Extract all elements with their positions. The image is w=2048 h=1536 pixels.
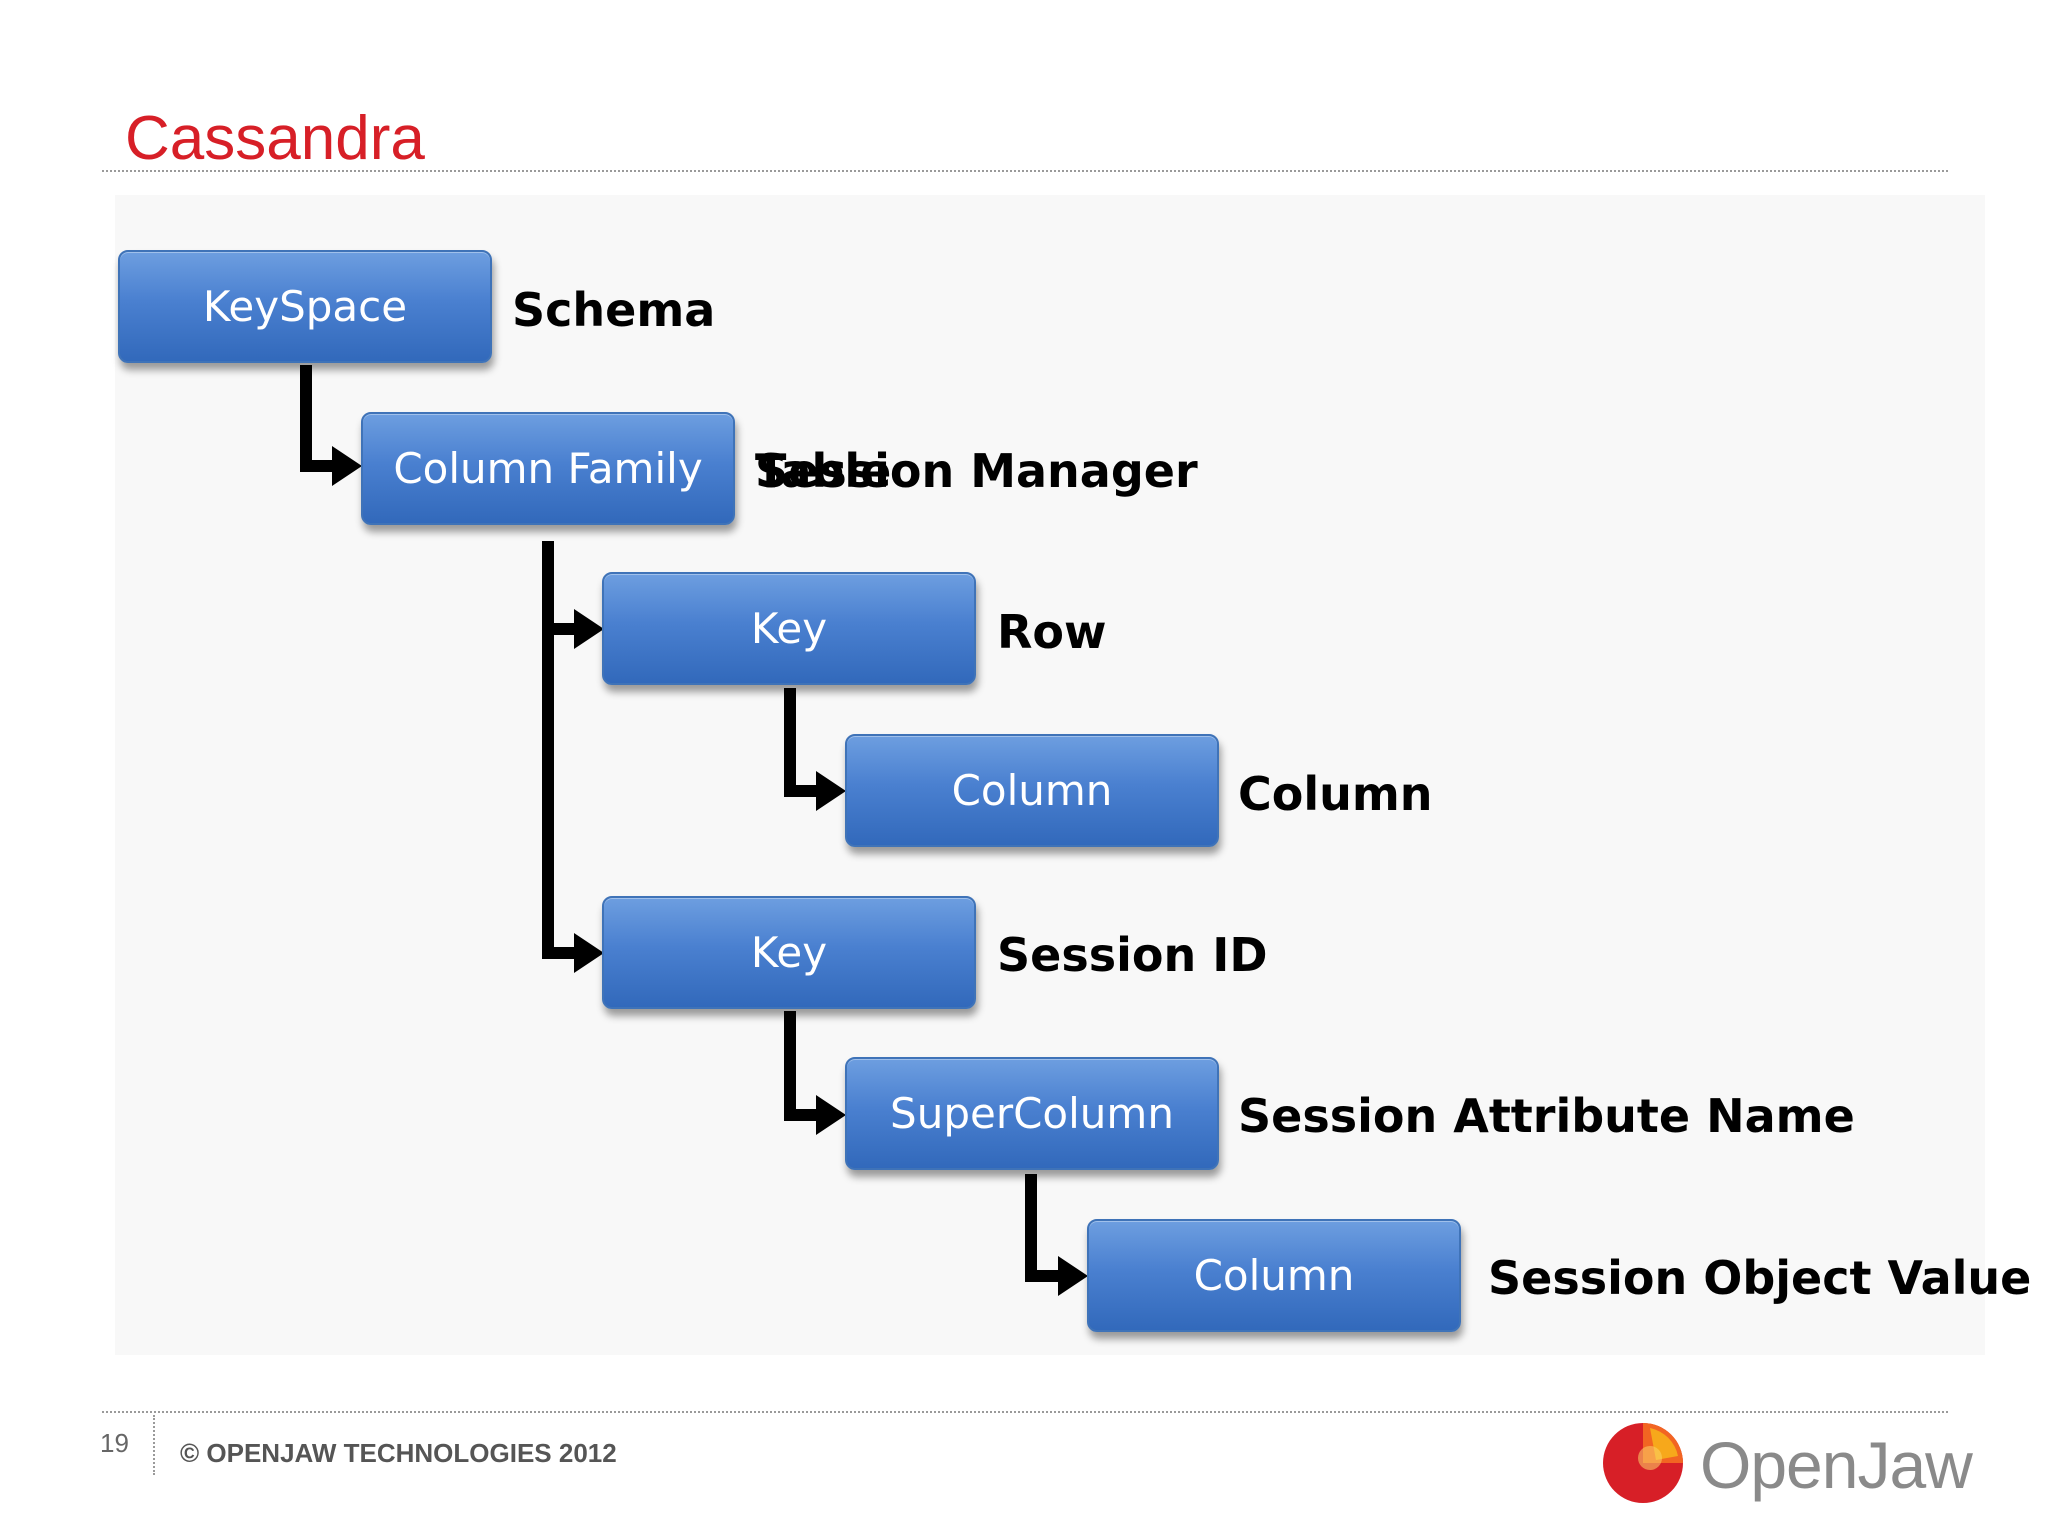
node-label: KeySpace	[202, 282, 408, 331]
node-label: Key	[750, 604, 828, 653]
connector-key-to-column	[784, 688, 822, 797]
connector-supercolumn-to-column	[1025, 1174, 1064, 1282]
connector-column-family-to-key-session	[542, 629, 580, 959]
copyright-text: © OPENJAW TECHNOLOGIES 2012	[180, 1438, 617, 1468]
page-number: 19	[100, 1428, 129, 1458]
column-family-node: Column Family	[361, 412, 735, 525]
column-node: Column	[845, 734, 1219, 847]
connector-key-to-supercolumn	[784, 1011, 822, 1121]
note-session-attribute-name: Session Attribute Name	[1238, 1089, 1855, 1143]
connector-keyspace-to-column-family	[300, 365, 338, 472]
note-schema: Schema	[512, 283, 716, 337]
node-label: Key	[750, 928, 828, 977]
arrowhead-key-session	[574, 933, 604, 973]
arrowhead-key-row	[574, 609, 604, 649]
note-table: Table	[755, 444, 892, 498]
footer-vertical-divider	[153, 1415, 155, 1475]
node-label: SuperColumn	[890, 1089, 1174, 1138]
keyspace-node: KeySpace	[118, 250, 492, 363]
openjaw-logo: OpenJaw	[1600, 1418, 1973, 1508]
session-value-column-node: Column	[1087, 1219, 1461, 1332]
footer-divider-line	[102, 1411, 1948, 1413]
node-label: Column Family	[393, 444, 703, 493]
arrowhead-column	[816, 771, 846, 811]
key-session-node: Key	[602, 896, 976, 1009]
title-divider	[102, 170, 1948, 172]
arrowhead-column-family	[332, 446, 362, 486]
openjaw-logo-icon	[1603, 1423, 1683, 1503]
arrowhead-session-value-column	[1058, 1256, 1088, 1296]
supercolumn-node: SuperColumn	[845, 1057, 1219, 1170]
key-row-node: Key	[602, 572, 976, 685]
node-label: Column	[1193, 1251, 1355, 1300]
note-session-id: Session ID	[997, 928, 1268, 982]
openjaw-logo-wordmark: OpenJaw	[1700, 1428, 1973, 1502]
node-label: Column	[951, 766, 1113, 815]
slide-title: Cassandra	[125, 104, 425, 173]
note-session-object-value: Session Object Value	[1488, 1251, 2032, 1305]
note-row: Row	[997, 605, 1107, 659]
note-session-manager: Session Manager	[755, 444, 1198, 498]
arrowhead-supercolumn	[816, 1095, 846, 1135]
note-column: Column	[1238, 767, 1433, 821]
